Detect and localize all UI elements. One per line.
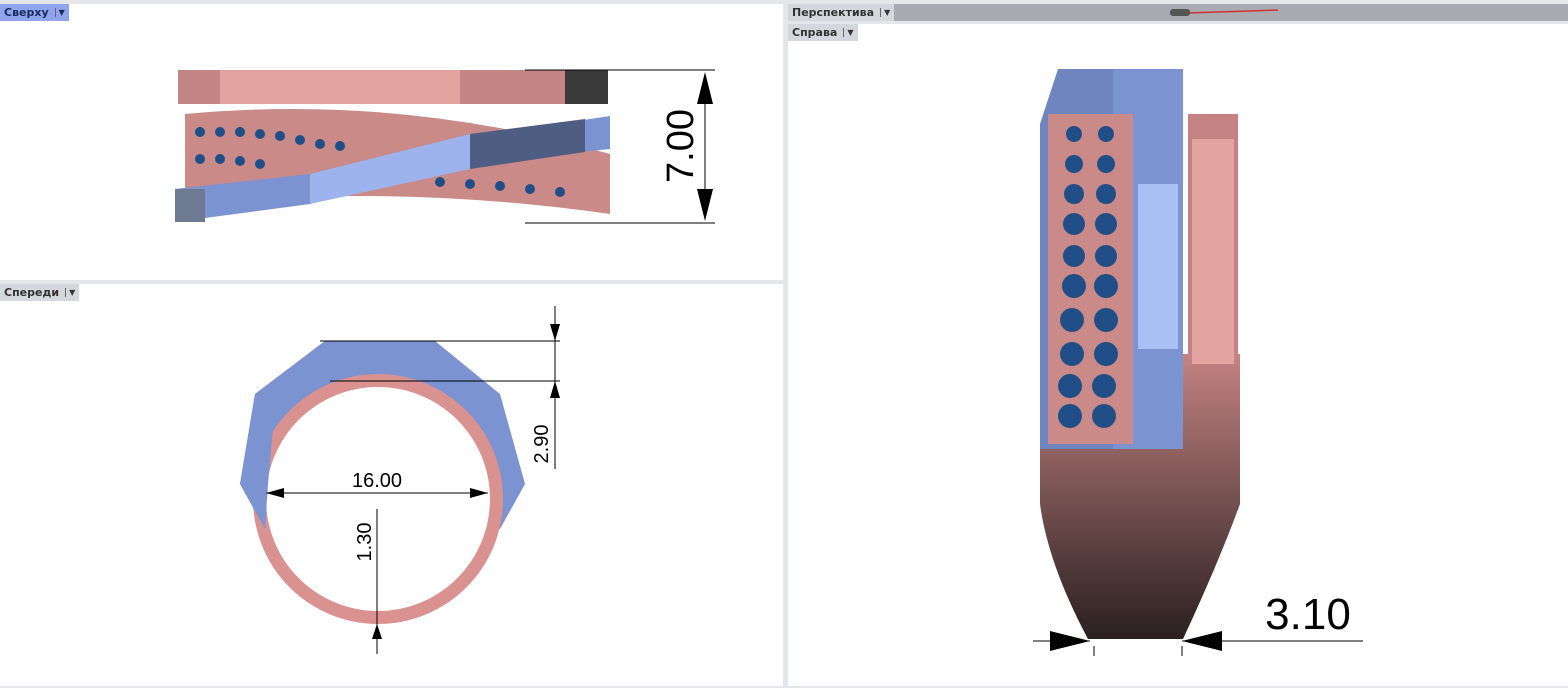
viewport-label-perspective[interactable]: Перспектива ▼ bbox=[788, 4, 895, 21]
viewport-title: Спереди bbox=[4, 286, 60, 299]
viewport-title: Перспектива bbox=[792, 6, 875, 19]
dimension-diameter: 16.00 bbox=[352, 470, 402, 492]
viewport-right[interactable]: Справа ▼ 3.10 bbox=[788, 24, 1568, 686]
dimension-height: 7.00 bbox=[660, 109, 702, 183]
ring-top-view: 7.00 bbox=[175, 69, 715, 224]
viewport-top[interactable]: Сверху ▼ 7.00 bbox=[0, 4, 783, 280]
ring-front-view: 2.90 16.00 1.30 bbox=[240, 306, 560, 654]
gemstones bbox=[1058, 126, 1118, 428]
dropdown-arrow-icon[interactable]: ▼ bbox=[54, 8, 65, 17]
viewport-perspective[interactable]: Перспектива ▼ bbox=[788, 4, 1568, 21]
dropdown-arrow-icon[interactable]: ▼ bbox=[65, 288, 75, 297]
perspective-grid bbox=[1170, 9, 1279, 16]
viewport-label-top[interactable]: Сверху ▼ bbox=[0, 4, 69, 21]
dropdown-arrow-icon[interactable]: ▼ bbox=[843, 28, 854, 37]
viewport-title: Справа bbox=[792, 26, 838, 39]
dimension-width: 3.10 bbox=[1265, 590, 1351, 639]
viewport-label-front[interactable]: Спереди ▼ bbox=[0, 284, 80, 301]
viewport-label-right[interactable]: Справа ▼ bbox=[788, 24, 858, 41]
ring-right-view: 3.10 bbox=[1033, 69, 1363, 656]
dropdown-arrow-icon[interactable]: ▼ bbox=[880, 8, 890, 17]
dimension-thickness: 1.30 bbox=[354, 523, 376, 562]
viewport-title: Сверху bbox=[4, 6, 49, 19]
viewport-front[interactable]: Спереди ▼ 2.90 16.00 1.30 bbox=[0, 284, 783, 686]
dimension-height: 2.90 bbox=[531, 425, 553, 464]
